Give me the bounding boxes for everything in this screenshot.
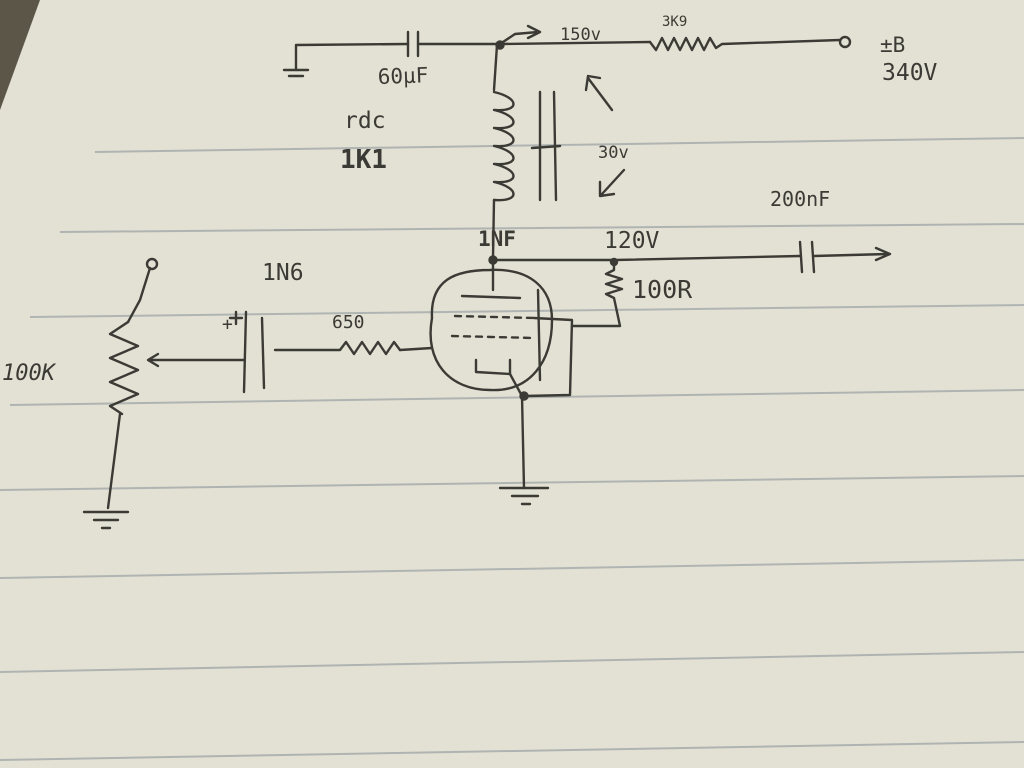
input-cap-symbol [242,310,266,394]
grid-wire [398,346,434,352]
label-supply-voltage: 340V [882,60,938,86]
drop-arrow-down [598,168,626,198]
circuit-wiring [82,24,892,530]
label-plate-voltage: 120V [604,228,660,254]
wiper-wire [146,352,246,368]
label-choke-drop: 30v [598,143,629,163]
drop-arrow-up [584,74,614,112]
dropping-resistor-symbol [648,36,842,52]
grid-side-wire [523,316,574,398]
ruled-lines [0,137,1024,761]
ground-wire-top [294,42,410,72]
cathode-wire [508,372,526,490]
pot-lead-bottom [106,412,122,510]
label-coupling-cap: 60μF [377,63,428,89]
choke-lead-lower [491,198,496,260]
pot-resistor-symbol [108,320,140,416]
node-arrow [498,24,542,46]
tube-grid-2 [450,334,536,340]
desk-corner [0,0,40,110]
grid-resistor-symbol [273,340,402,356]
input-terminal [145,257,159,271]
label-supply: ±B [880,33,905,57]
supply-terminal [838,35,852,49]
ground-symbol-pot [82,510,130,530]
choke-core [530,90,562,202]
tube-grid-1 [453,314,536,320]
label-tube-type: 1N6 [262,260,304,286]
tube-plate [460,258,522,300]
label-bypass-cap: 1NF [478,227,516,251]
plate-resistor-symbol [570,260,624,328]
output-wire [812,246,892,262]
ground-symbol-cathode [498,486,550,506]
pot-lead-top [126,266,152,324]
tube-inner-side [536,288,542,382]
label-grid-resistor: 650 [332,312,365,333]
label-output-cap: 200nF [770,187,830,211]
output-cap-symbol [798,240,816,274]
label-input-pot: 100K [2,361,57,386]
labels: 60μF rdc 1K1 150v 3K9 ±B 340V 30v 1NF 12… [2,14,938,386]
label-rdc-value: 1K1 [340,145,387,175]
ground-symbol-top [282,68,310,78]
input-cap-plus [228,310,244,326]
choke-lead [492,43,499,92]
choke-coil [492,90,515,202]
label-input-cap-polarity: + [222,314,233,335]
label-node-voltage: 150v [560,25,601,45]
label-rdc: rdc [344,108,386,134]
label-dropping-resistor: 3K9 [662,14,687,30]
label-plate-resistor: 100R [632,275,693,304]
tube-cathode [474,358,512,376]
